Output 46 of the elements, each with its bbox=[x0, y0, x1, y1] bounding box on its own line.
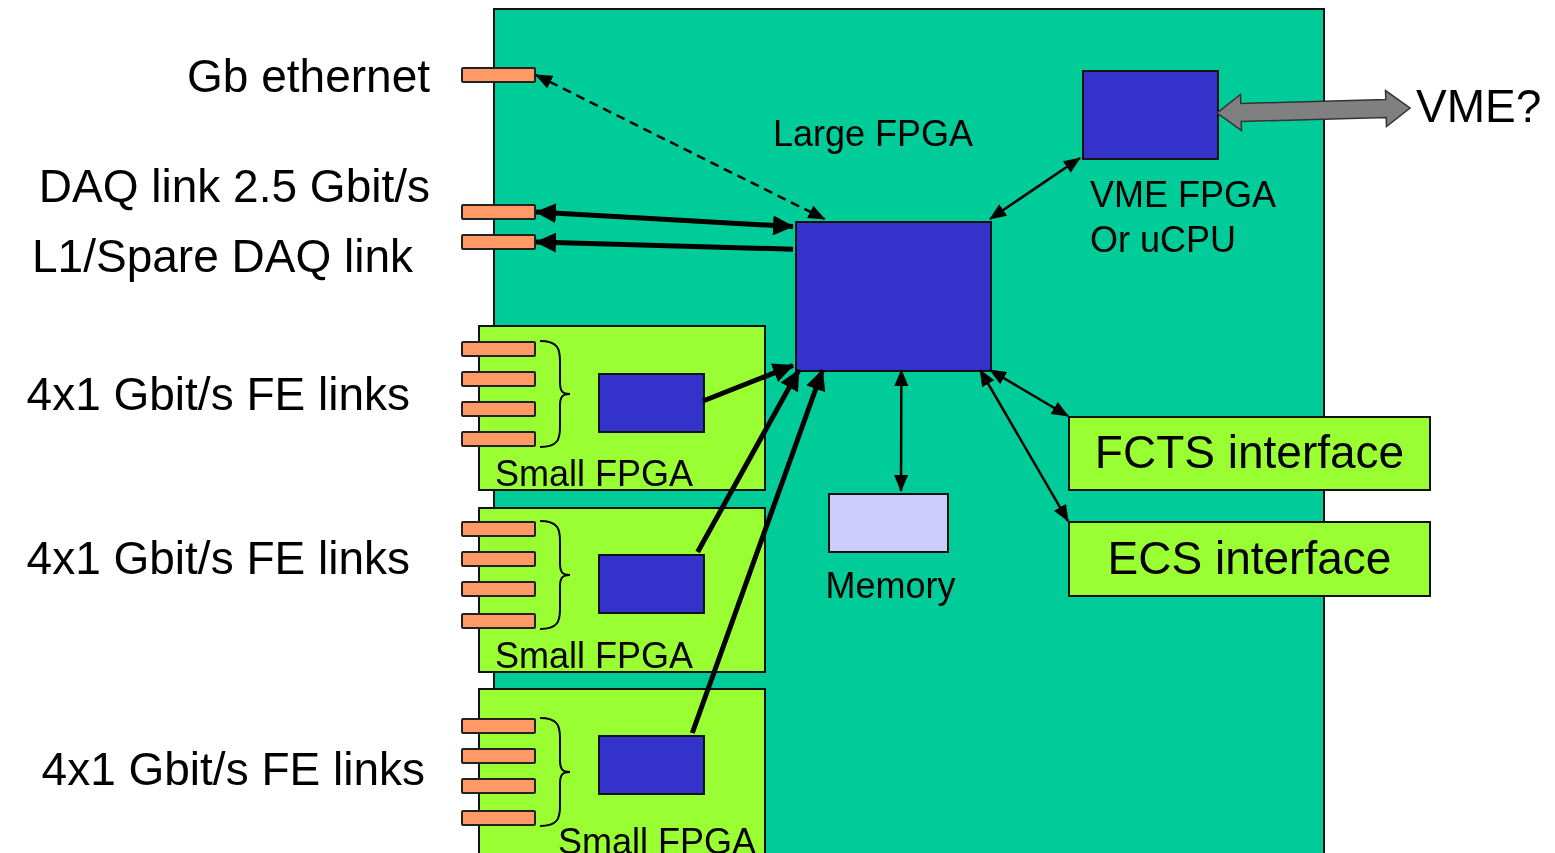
chip-label: VME FPGA Or uCPU bbox=[1090, 173, 1276, 262]
interface-label: FCTS interface bbox=[1093, 426, 1406, 479]
link-label: 4x1 Gbit/s FE links bbox=[41, 743, 425, 796]
arrow bbox=[535, 232, 794, 253]
chip-label: Memory bbox=[824, 565, 957, 607]
connector-label: DAQ link 2.5 Gbit/s bbox=[38, 160, 430, 213]
block-arrow bbox=[1215, 89, 1412, 132]
connector-pin bbox=[461, 431, 536, 447]
chip bbox=[598, 554, 705, 614]
chip bbox=[598, 735, 705, 795]
connector-pin bbox=[461, 521, 536, 537]
connector-pin bbox=[461, 67, 536, 83]
arrow bbox=[689, 369, 826, 734]
connector-label: Gb ethernet bbox=[187, 50, 430, 103]
connector-pin bbox=[461, 401, 536, 417]
arrow bbox=[894, 369, 909, 492]
link-label: 4x1 Gbit/s FE links bbox=[26, 532, 410, 585]
connector-pin bbox=[461, 341, 536, 357]
connector-pin bbox=[461, 778, 536, 794]
interface-label: ECS interface bbox=[1106, 532, 1393, 585]
interface-box bbox=[1068, 416, 1431, 491]
bus-label: VME? bbox=[1416, 80, 1542, 133]
card-label: Small FPGA bbox=[495, 452, 694, 494]
connector-pin bbox=[461, 234, 536, 250]
arrow bbox=[535, 203, 794, 236]
chip bbox=[598, 373, 705, 433]
connector-pin bbox=[461, 551, 536, 567]
arrow bbox=[989, 368, 1069, 418]
arrow bbox=[702, 363, 794, 404]
interface-box bbox=[1068, 521, 1431, 597]
connector-pin bbox=[461, 204, 536, 220]
connector-pin bbox=[461, 810, 536, 826]
arrow bbox=[989, 156, 1081, 221]
connector-pin bbox=[461, 613, 536, 629]
connector-pin bbox=[461, 718, 536, 734]
connector-label: L1/Spare DAQ link bbox=[32, 230, 413, 283]
chip-label: Large FPGA bbox=[773, 113, 974, 155]
arrow bbox=[695, 368, 802, 554]
connector-pin bbox=[461, 371, 536, 387]
link-label: 4x1 Gbit/s FE links bbox=[26, 368, 410, 421]
connector-pin bbox=[461, 581, 536, 597]
arrow bbox=[535, 73, 826, 221]
connector-pin bbox=[461, 748, 536, 764]
card-label: Small FPGA bbox=[495, 634, 694, 676]
arrow bbox=[979, 369, 1070, 522]
daughter-card bbox=[478, 688, 766, 853]
